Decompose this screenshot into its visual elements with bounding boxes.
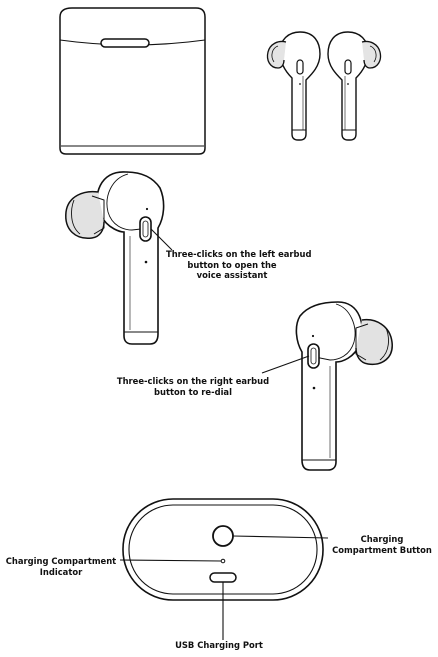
earbud-pair-right bbox=[327, 31, 382, 141]
charging-compartment-indicator bbox=[220, 558, 226, 564]
right-earbud-label: Three-clicks on the right earbud button … bbox=[112, 376, 274, 397]
right-earbud-label-line2: button to re-dial bbox=[154, 386, 232, 397]
left-earbud-label: Three-clicks on the left earbud button t… bbox=[166, 249, 312, 281]
left-earbud-label-line2: button to open the bbox=[187, 259, 277, 270]
usb-charging-port bbox=[209, 572, 237, 583]
left-earbud-label-line1: Three-clicks on the left earbud bbox=[166, 249, 312, 259]
charging-indicator-label: Charging Compartment Indicator bbox=[0, 556, 122, 577]
earbud-pair-left bbox=[266, 31, 321, 141]
usb-port-label: USB Charging Port bbox=[170, 640, 268, 651]
right-earbud-detail bbox=[261, 301, 393, 471]
charging-indicator-label-line2: Indicator bbox=[39, 566, 83, 577]
charging-button-label: Charging Compartment Button bbox=[328, 534, 436, 555]
charging-button-label-line1: Charging bbox=[360, 534, 404, 544]
left-earbud-label-line3: voice assistant bbox=[196, 270, 268, 280]
right-earbud-label-line1: Three-clicks on the right earbud bbox=[116, 376, 270, 386]
usb-port-label-text: USB Charging Port bbox=[175, 640, 263, 650]
charging-case-top-view bbox=[119, 498, 329, 640]
charging-compartment-button bbox=[212, 525, 234, 547]
left-earbud-detail bbox=[65, 171, 173, 345]
earbud-pair bbox=[266, 31, 382, 141]
charging-case-front bbox=[59, 7, 206, 155]
charging-button-label-line2: Compartment Button bbox=[332, 544, 432, 555]
charging-indicator-label-line1: Charging Compartment bbox=[5, 556, 117, 566]
